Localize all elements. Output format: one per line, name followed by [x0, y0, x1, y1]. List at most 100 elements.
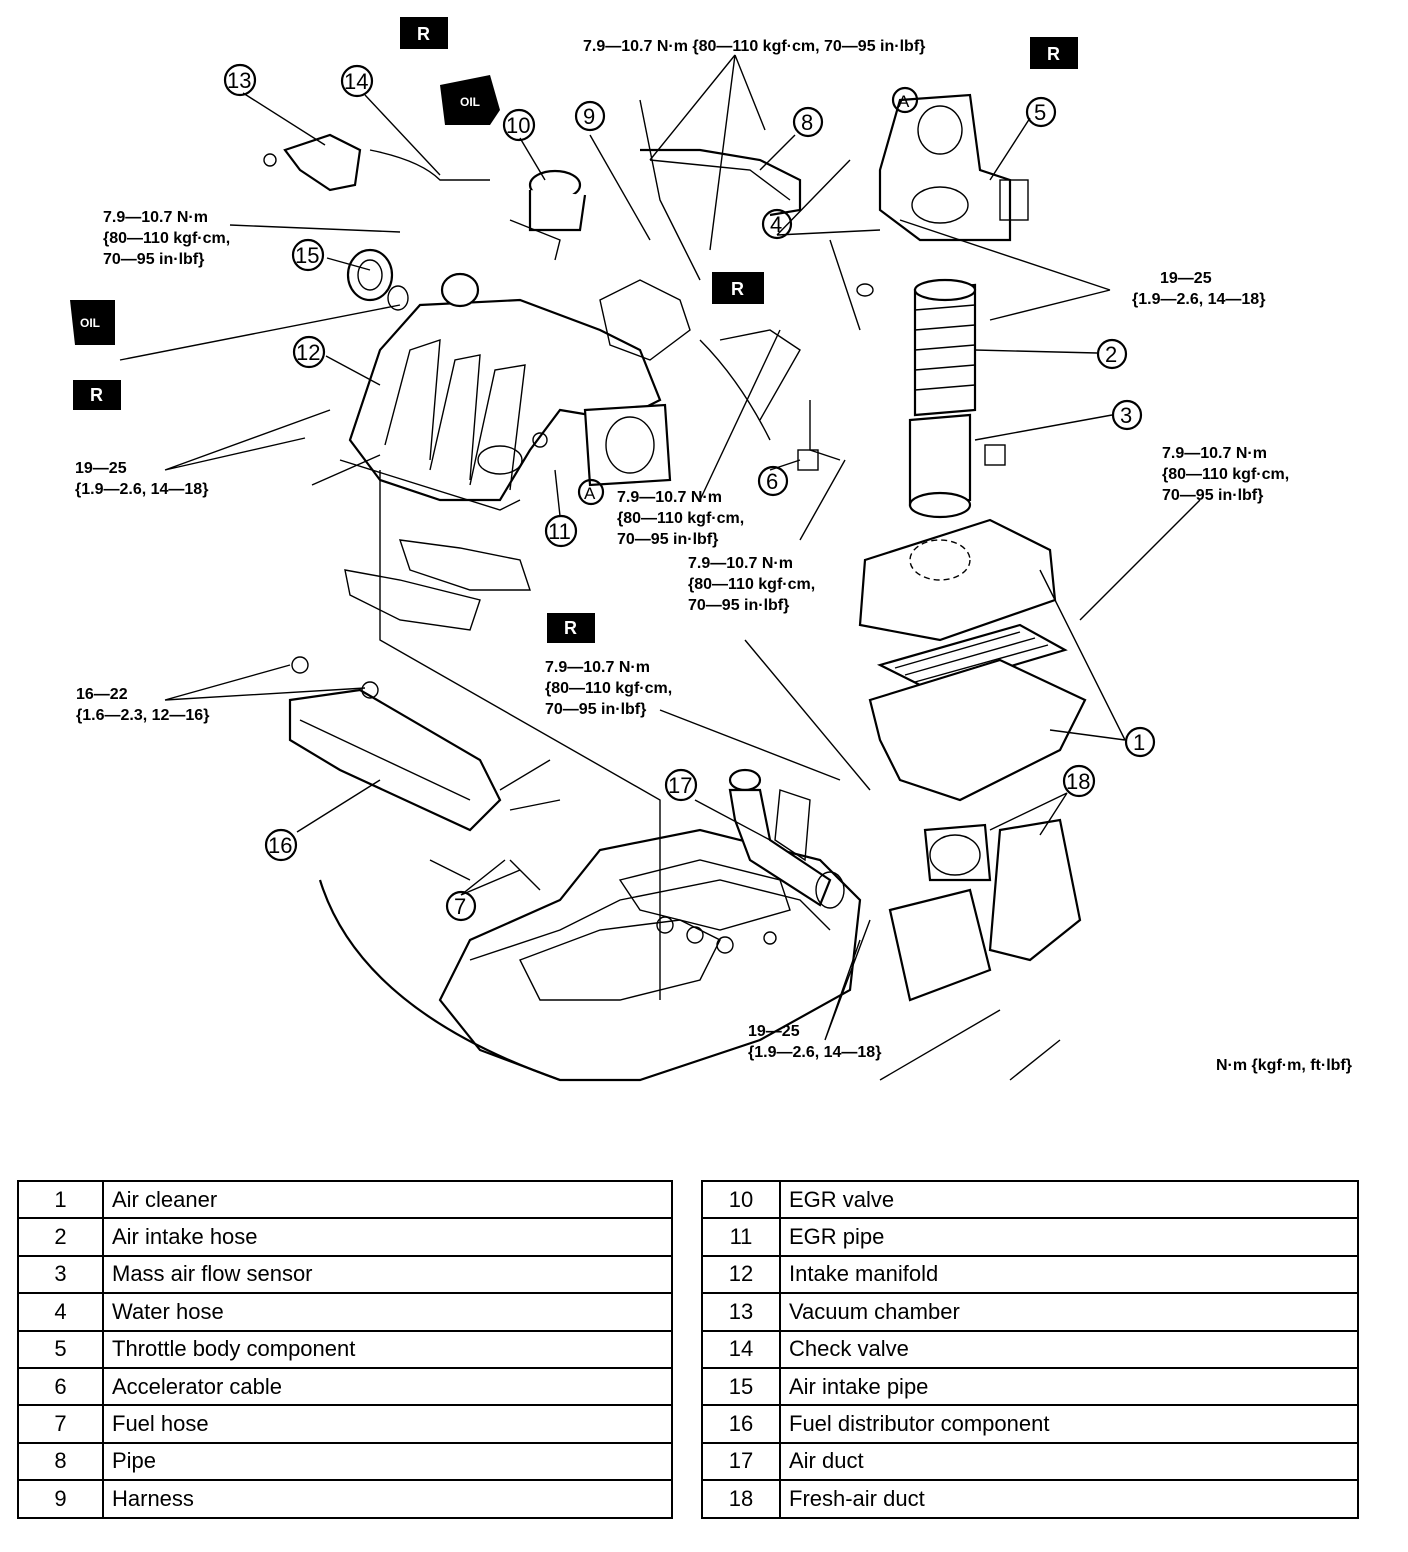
exploded-view-diagram: OIL OIL R R R R R A A [70, 17, 1352, 1082]
torque-text: {1.9—2.6, 14—18} [75, 481, 208, 498]
part-name: EGR pipe [779, 1217, 1359, 1257]
part-name: Check valve [779, 1329, 1359, 1369]
part-number: 14 [701, 1329, 781, 1369]
air-cleaner [858, 518, 1087, 802]
torque-left: 7.9—10.7 N·m {80—110 kgf·cm, 70—95 in·lb… [103, 209, 230, 268]
torque-text: 7.9—10.7 N·m [545, 659, 650, 676]
torque-text: {80—110 kgf·cm, [545, 680, 672, 697]
part-number: 17 [701, 1441, 781, 1482]
callout-17: 17 [664, 768, 698, 802]
part-name: Fuel hose [102, 1404, 673, 1444]
callout-18: 18 [1062, 764, 1096, 798]
callout-15-label: 15 [295, 243, 319, 268]
callout-11: 11 [544, 514, 578, 548]
part-number: 9 [17, 1479, 104, 1519]
callout-10-label: 10 [506, 113, 530, 138]
egr-pipe-8 [640, 148, 802, 217]
torque-center-2: 7.9—10.7 N·m {80—110 kgf·cm, 70—95 in·lb… [688, 555, 815, 614]
part-number: 16 [701, 1404, 781, 1444]
part-number: 12 [701, 1254, 781, 1295]
callout-7-label: 7 [454, 894, 466, 919]
oil-label-top: OIL [460, 95, 480, 109]
callout-16: 16 [264, 828, 298, 862]
part-number: 6 [17, 1366, 104, 1407]
callout-1-label: 1 [1133, 730, 1145, 755]
torque-text: {1.9—2.6, 14—18} [1132, 291, 1265, 308]
callout-13-label: 13 [227, 68, 251, 93]
part-name: Fresh-air duct [779, 1479, 1359, 1519]
callout-5-label: 5 [1034, 100, 1046, 125]
throttle-body-component [878, 93, 1029, 242]
part-name: Mass air flow sensor [102, 1254, 673, 1295]
part-name: Air intake hose [102, 1217, 673, 1257]
callout-3: 3 [1111, 399, 1143, 431]
r-marker-center: R [712, 272, 764, 304]
callout-16-label: 16 [268, 833, 292, 858]
part-name: Intake manifold [779, 1254, 1359, 1295]
water-hose [829, 239, 874, 331]
engine-block [318, 828, 1061, 1082]
part-name: Air cleaner [102, 1179, 673, 1220]
part-name: Fuel distributor component [779, 1404, 1359, 1444]
part-name: Throttle body component [102, 1329, 673, 1369]
part-name: Vacuum chamber [779, 1292, 1359, 1332]
r-label: R [90, 385, 103, 405]
r-marker-gasket: R [547, 613, 595, 643]
part-name: Accelerator cable [102, 1366, 673, 1407]
torque-text: 7.9—10.7 N·m [688, 555, 793, 572]
r-marker-left: R [73, 380, 121, 410]
r-marker-top: R [400, 17, 448, 49]
torque-text: 7.9—10.7 N·m [617, 489, 722, 506]
callout-3-label: 3 [1120, 403, 1132, 428]
vacuum-chamber [263, 133, 490, 192]
part-number: 3 [17, 1254, 104, 1295]
part-number: 8 [17, 1441, 104, 1482]
callout-14-label: 14 [344, 69, 368, 94]
callout-1: 1 [1124, 726, 1156, 758]
torque-right-ac: 7.9—10.7 N·m {80—110 kgf·cm, 70—95 in·lb… [1162, 445, 1289, 504]
torque-text: 16—22 [76, 686, 128, 703]
callout-12-label: 12 [296, 340, 320, 365]
callout-2-label: 2 [1105, 342, 1117, 367]
torque-text: 7.9—10.7 N·m {80—110 kgf·cm, 70—95 in·lb… [583, 38, 925, 55]
part-number: 4 [17, 1292, 104, 1332]
torque-text: {1.9—2.6, 14—18} [748, 1044, 881, 1061]
part-name: Pipe [102, 1441, 673, 1482]
fuel-distributor-component [288, 656, 561, 891]
callout-2: 2 [1096, 338, 1128, 370]
callout-11-label: 11 [548, 519, 571, 544]
egr-valve [509, 169, 587, 261]
accelerator-cable [797, 400, 841, 471]
oil-marker-top: OIL [440, 75, 500, 125]
part-name: Water hose [102, 1292, 673, 1332]
a-marker-bottom: A [577, 478, 605, 506]
part-number: 7 [17, 1404, 104, 1444]
callout-4: 4 [761, 208, 793, 240]
r-marker-top-right: R [1030, 37, 1078, 69]
part-name: Air duct [779, 1441, 1359, 1482]
torque-text: {1.6—2.3, 12—16} [76, 707, 209, 724]
torque-low-center: 7.9—10.7 N·m {80—110 kgf·cm, 70—95 in·lb… [545, 659, 672, 718]
torque-center-1: 7.9—10.7 N·m {80—110 kgf·cm, 70—95 in·lb… [617, 489, 744, 548]
a-label: A [898, 92, 910, 111]
mass-air-flow-sensor [908, 413, 1006, 519]
callout-6: 6 [757, 465, 789, 497]
torque-text: 70—95 in·lbf} [1162, 487, 1263, 504]
part-number: 11 [701, 1217, 781, 1257]
torque-text: 70—95 in·lbf} [617, 531, 718, 548]
callout-8: 8 [792, 106, 824, 138]
air-intake-hose [913, 278, 977, 417]
part-name: Air intake pipe [779, 1366, 1359, 1407]
part-number: 2 [17, 1217, 104, 1257]
